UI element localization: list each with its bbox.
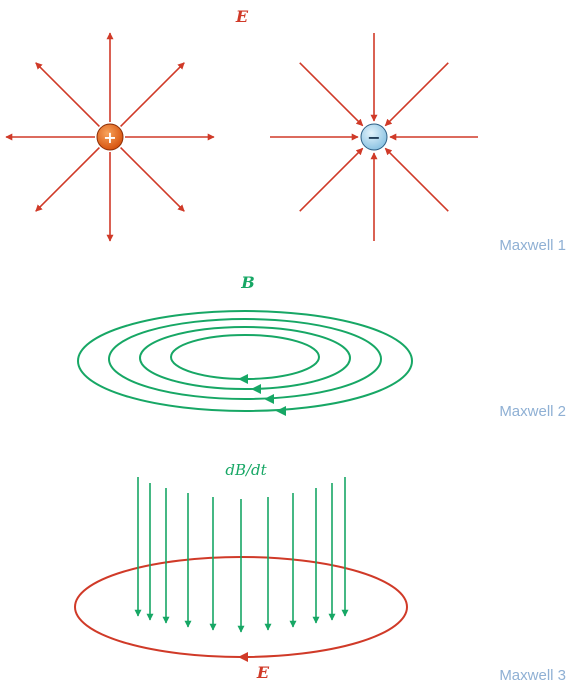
- db-dt-label: dB/dt: [225, 461, 267, 479]
- loop-arrow-2: [264, 394, 274, 404]
- b-field-label: B: [240, 273, 255, 292]
- negative-sign: −: [367, 128, 380, 147]
- caption-maxwell-3: Maxwell 3: [499, 667, 566, 684]
- positive-charge: +: [97, 124, 123, 150]
- e-field-line-outward: [121, 63, 185, 127]
- e-field-line-inward: [385, 63, 448, 126]
- induced-e-label: E: [256, 663, 270, 682]
- caption-maxwell-1: Maxwell 1: [499, 237, 566, 254]
- e-field-line-outward: [36, 148, 100, 212]
- loop-arrow-3: [251, 384, 261, 394]
- negative-charge: −: [361, 124, 387, 150]
- induced-loop-arrow: [238, 652, 248, 662]
- magnetic-field-loops: [78, 311, 412, 411]
- e-field-line-inward: [300, 148, 363, 211]
- panel-maxwell-2: B Maxwell 2: [78, 273, 566, 420]
- e-field-line-inward: [385, 148, 448, 211]
- panel-maxwell-1: E + − Maxwell 1: [6, 7, 566, 254]
- magnetic-loop-arrows: [238, 374, 286, 416]
- e-field-line-outward: [36, 63, 100, 127]
- e-field-line-outward: [121, 148, 185, 212]
- loop-arrow-inner: [238, 374, 248, 384]
- positive-sign: +: [103, 128, 116, 147]
- magnetic-loop-2: [109, 319, 381, 399]
- changing-b-field-arrows: [138, 477, 345, 632]
- e-field-line-inward: [300, 63, 363, 126]
- e-field-label: E: [235, 7, 249, 26]
- caption-maxwell-2: Maxwell 2: [499, 403, 566, 420]
- loop-arrow-outer: [276, 406, 286, 416]
- magnetic-loop-inner: [171, 335, 319, 379]
- panel-maxwell-3: dB/dt E Maxwell 3: [75, 461, 566, 684]
